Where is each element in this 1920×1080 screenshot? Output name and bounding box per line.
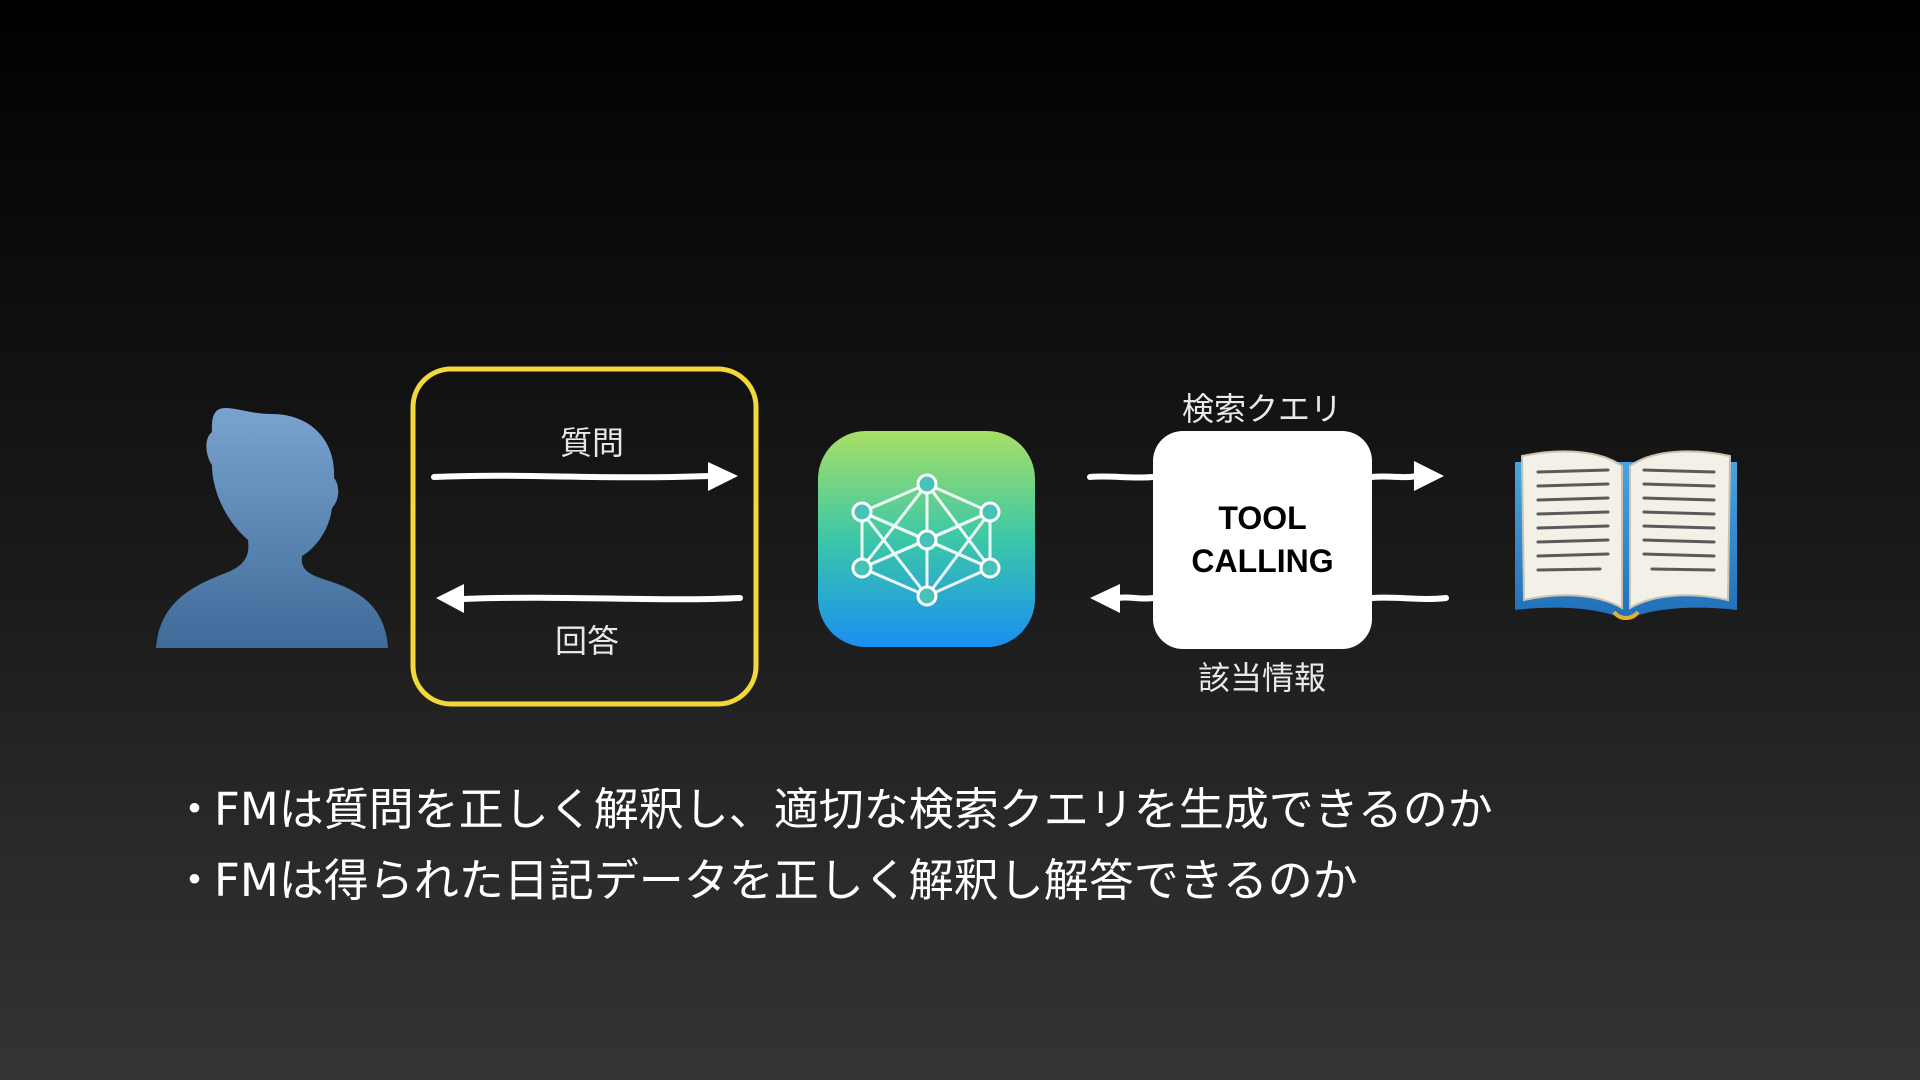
answer-label: 回答: [554, 622, 619, 660]
relevant-info-arrow: [1090, 584, 1449, 613]
tool-calling-box: TOOL CALLING: [1153, 431, 1372, 649]
open-book-icon: [1515, 450, 1737, 620]
answer-arrow: [436, 584, 743, 613]
foundation-model-app-icon: [818, 431, 1035, 647]
person-icon: [156, 407, 388, 648]
bullet-item: ・FMは得られた日記データを正しく解釈し解答できるのか: [172, 845, 1493, 916]
bullet-list: ・FMは質問を正しく解釈し、適切な検索クエリを生成できるのか ・FMは得られた日…: [172, 774, 1493, 916]
relevant-info-label: 該当情報: [1197, 659, 1326, 697]
question-label: 質問: [559, 424, 624, 462]
search-query-arrow: [1087, 461, 1444, 491]
search-query-label: 検索クエリ: [1181, 390, 1342, 428]
tool-calling-line1: TOOL: [1218, 500, 1307, 536]
bullet-item: ・FMは質問を正しく解釈し、適切な検索クエリを生成できるのか: [172, 774, 1493, 845]
bullet-text: FMは得られた日記データを正しく解釈し解答できるのか: [214, 854, 1358, 907]
tool-calling-line2: CALLING: [1191, 543, 1334, 579]
bullet-marker: ・: [172, 783, 218, 836]
question-arrow: [431, 462, 738, 491]
question-answer-highlight-box: [410, 366, 759, 707]
bullet-text: FMは質問を正しく解釈し、適切な検索クエリを生成できるのか: [214, 783, 1493, 836]
bullet-marker: ・: [172, 854, 218, 907]
